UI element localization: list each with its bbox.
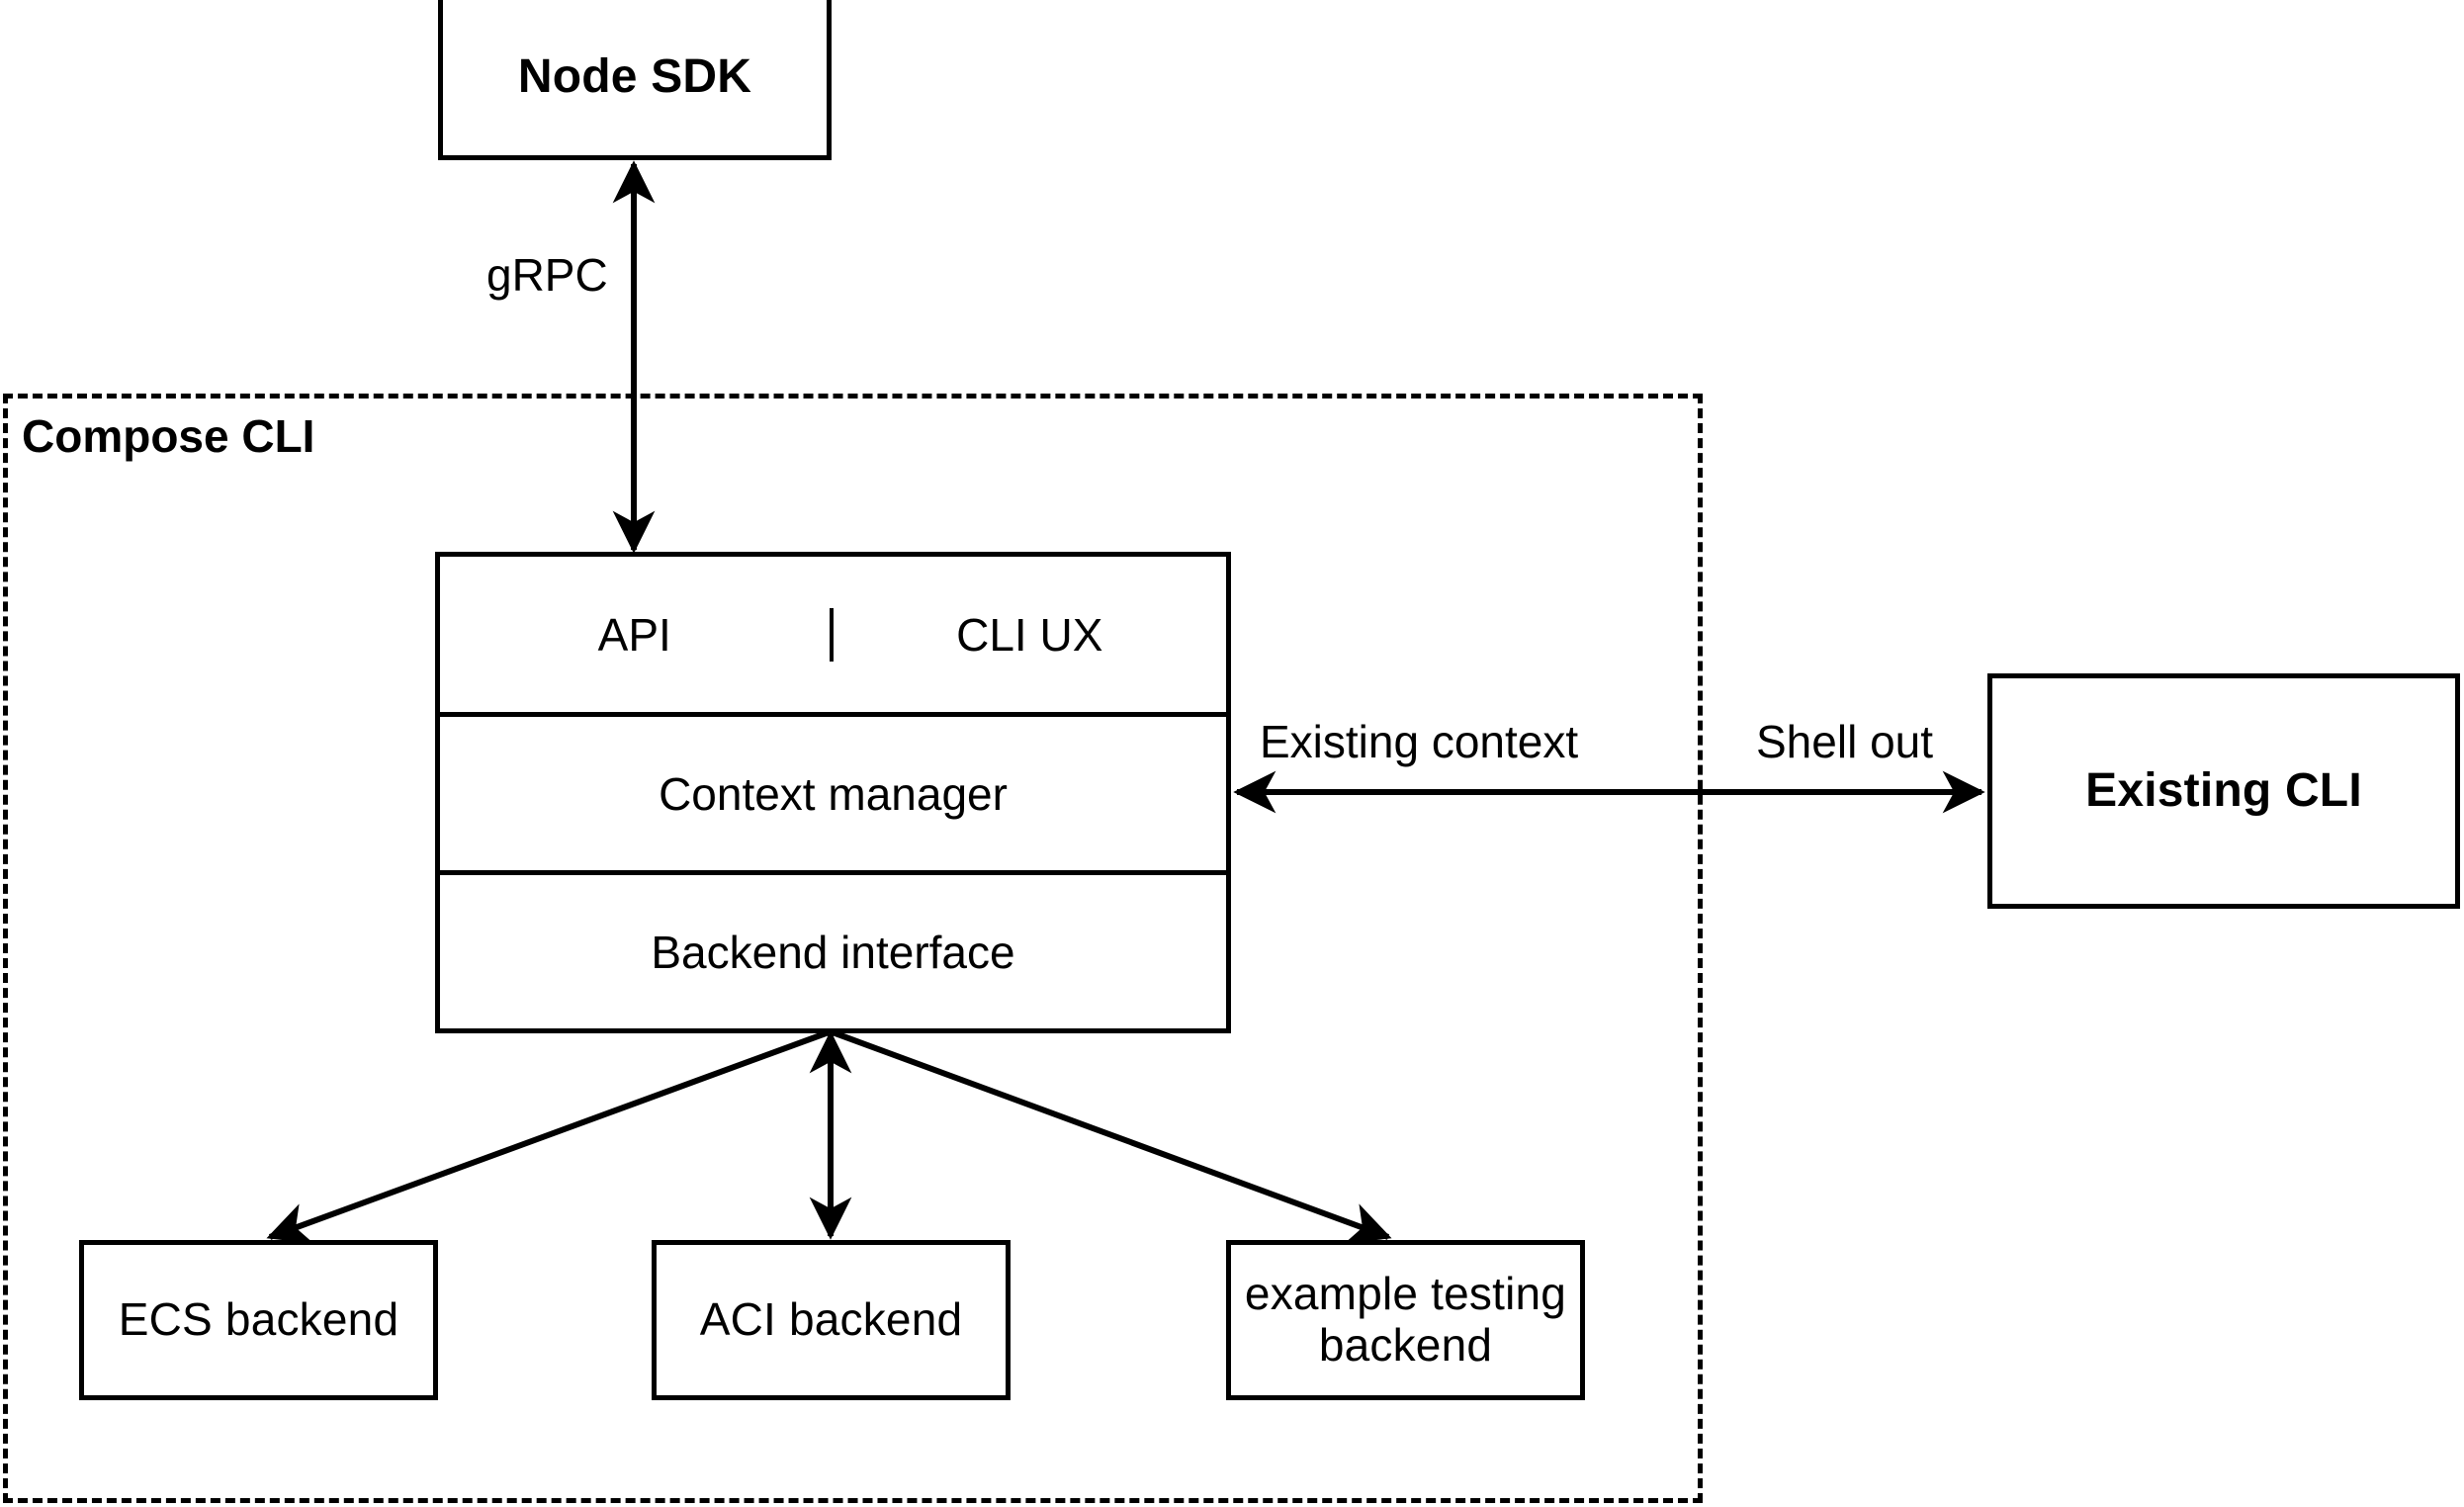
api-cliux-row: API CLI UX: [440, 557, 1226, 717]
node-sdk-box[interactable]: Node SDK: [438, 0, 832, 160]
context-manager-label: Context manager: [659, 767, 1008, 820]
cli-ux-cell[interactable]: CLI UX: [834, 608, 1227, 662]
ecs-backend-label: ECS backend: [118, 1293, 399, 1346]
compose-cli-core-stack: API CLI UX Context manager Backend inter…: [435, 552, 1231, 1033]
node-sdk-label: Node SDK: [517, 50, 752, 104]
example-testing-backend-line-2: backend: [1318, 1319, 1493, 1371]
example-testing-backend-box[interactable]: example testing backend: [1226, 1240, 1585, 1400]
edge-label-shell-out: Shell out: [1756, 716, 1934, 767]
existing-cli-box[interactable]: Existing CLI: [1987, 673, 2460, 909]
api-label: API: [597, 608, 671, 661]
compose-cli-group-boundary: [3, 394, 1703, 1503]
edge-label-existing-context: Existing context: [1260, 716, 1579, 767]
api-cell[interactable]: API: [440, 607, 834, 662]
ecs-backend-box[interactable]: ECS backend: [79, 1240, 438, 1400]
cli-ux-label: CLI UX: [956, 608, 1103, 661]
aci-backend-box[interactable]: ACI backend: [652, 1240, 1011, 1400]
existing-cli-label: Existing CLI: [2085, 764, 2362, 818]
context-manager-cell[interactable]: Context manager: [440, 717, 1226, 875]
example-testing-backend-line-1: example testing: [1244, 1268, 1567, 1320]
compose-cli-group-label: Compose CLI: [22, 410, 315, 462]
edge-label-grpc: gRPC: [486, 249, 608, 301]
example-testing-backend-label: example testing backend: [1245, 1269, 1566, 1371]
backend-interface-label: Backend interface: [651, 926, 1015, 978]
aci-backend-label: ACI backend: [699, 1293, 963, 1346]
backend-interface-cell[interactable]: Backend interface: [440, 875, 1226, 1028]
